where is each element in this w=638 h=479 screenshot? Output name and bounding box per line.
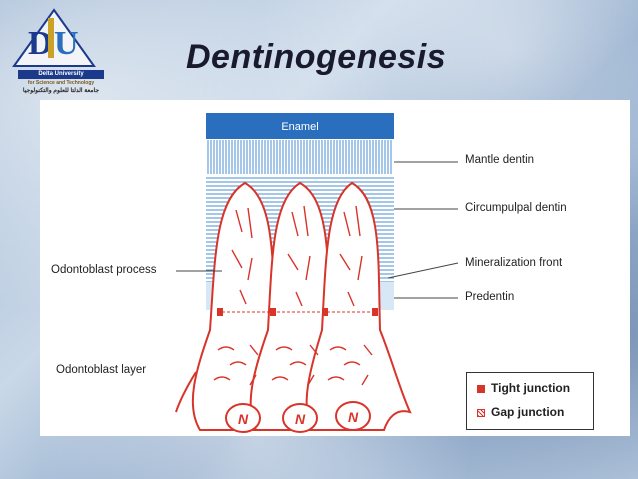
legend-item-tight: Tight junction bbox=[477, 381, 570, 395]
university-logo: D U Delta University for Science and Tec… bbox=[8, 4, 104, 94]
gap-junction-swatch-icon bbox=[477, 408, 485, 417]
odontoblast-cells bbox=[175, 181, 412, 431]
enamel-band bbox=[206, 113, 394, 139]
nucleus-label-2: N bbox=[295, 411, 306, 427]
nucleus-label-3: N bbox=[348, 409, 359, 425]
label-mantle-dentin: Mantle dentin bbox=[465, 154, 535, 166]
label-odontoblast-layer: Odontoblast layer bbox=[56, 364, 147, 376]
logo-arabic: جامعة الدلتا للعلوم والتكنولوجيا bbox=[22, 88, 100, 94]
enamel-label: Enamel bbox=[281, 121, 318, 133]
slide-title: Dentinogenesis bbox=[186, 38, 447, 76]
label-predentin: Predentin bbox=[465, 291, 515, 303]
legend-item-gap: Gap junction bbox=[477, 405, 564, 419]
nucleus-label-1: N bbox=[238, 411, 249, 427]
svg-text:U: U bbox=[54, 25, 79, 62]
legend-label-tight: Tight junction bbox=[491, 381, 571, 395]
label-circumpulpal-dentin: Circumpulpal dentin bbox=[465, 202, 567, 214]
leader-lines bbox=[176, 161, 459, 299]
legend-label-gap: Gap junction bbox=[491, 405, 565, 419]
logo-subtitle: for Science and Technology bbox=[27, 80, 95, 86]
label-mineralization-front: Mineralization front bbox=[465, 257, 563, 269]
tight-junction-swatch-icon bbox=[477, 384, 485, 393]
nuclei bbox=[225, 401, 371, 433]
logo-name: Delta University bbox=[18, 70, 104, 79]
mantle-dentin: document.currentScript; bbox=[206, 139, 394, 175]
logo-emblem-icon: D U bbox=[12, 8, 96, 67]
cell-organelles bbox=[213, 205, 373, 386]
label-odontoblast-process: Odontoblast process bbox=[51, 264, 157, 276]
junction-legend: Tight junction Gap junction bbox=[466, 372, 594, 430]
mantle-dentin-lines bbox=[207, 140, 392, 174]
